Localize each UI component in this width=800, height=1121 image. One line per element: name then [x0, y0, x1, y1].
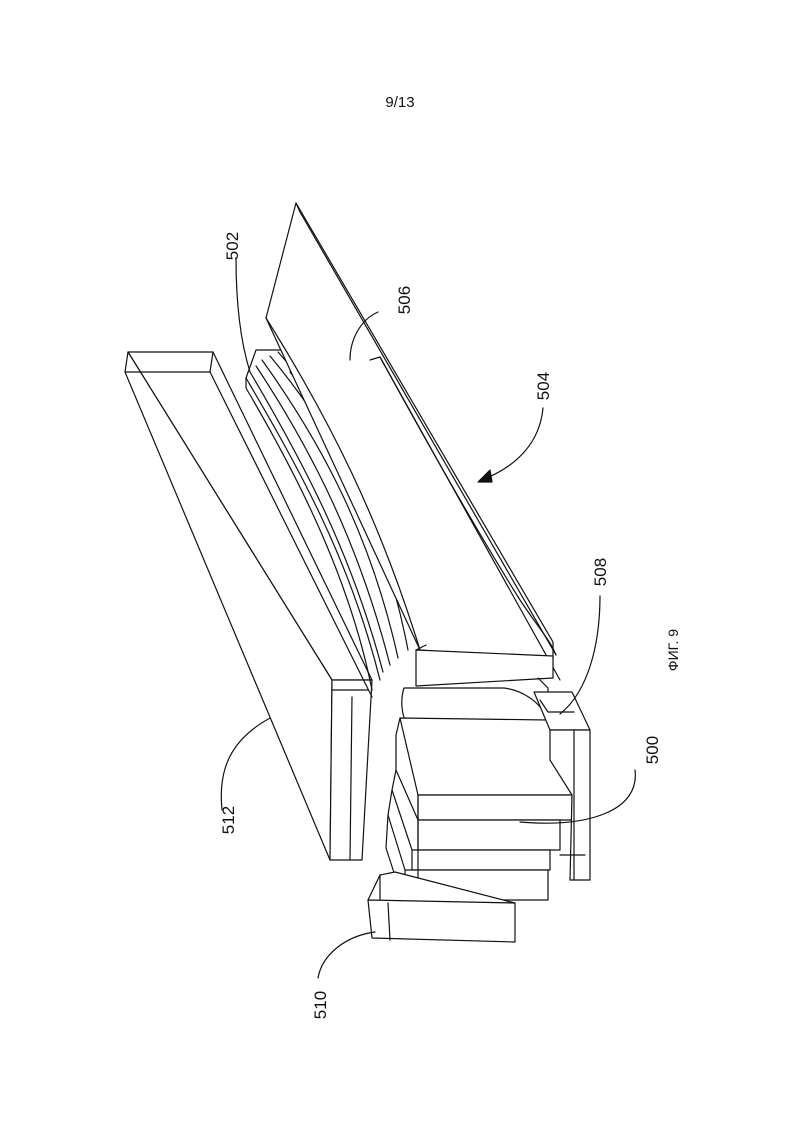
arrowhead-504 — [477, 469, 493, 483]
label-504: 504 — [534, 372, 553, 400]
label-500: 500 — [643, 736, 662, 764]
label-506: 506 — [395, 286, 414, 314]
part-510-block — [367, 871, 516, 943]
label-508: 508 — [591, 558, 610, 586]
page-number: 9/13 — [385, 94, 415, 111]
leader-510 — [317, 931, 376, 979]
leader-506 — [349, 311, 379, 361]
label-512: 512 — [219, 806, 238, 834]
label-510: 510 — [311, 991, 330, 1019]
leader-502 — [235, 257, 251, 373]
leader-512 — [220, 717, 271, 811]
leader-508 — [559, 595, 601, 715]
part-512-slab — [124, 351, 373, 861]
label-502: 502 — [223, 232, 242, 260]
leader-504 — [481, 407, 544, 481]
part-508-support — [533, 691, 591, 881]
part-506-sheet — [265, 202, 561, 681]
part-504-transition — [401, 644, 554, 723]
leader-lines — [220, 257, 636, 979]
figure-caption: ФИГ. 9 — [665, 629, 681, 671]
part-500-block — [385, 717, 573, 901]
leader-500 — [519, 769, 636, 824]
